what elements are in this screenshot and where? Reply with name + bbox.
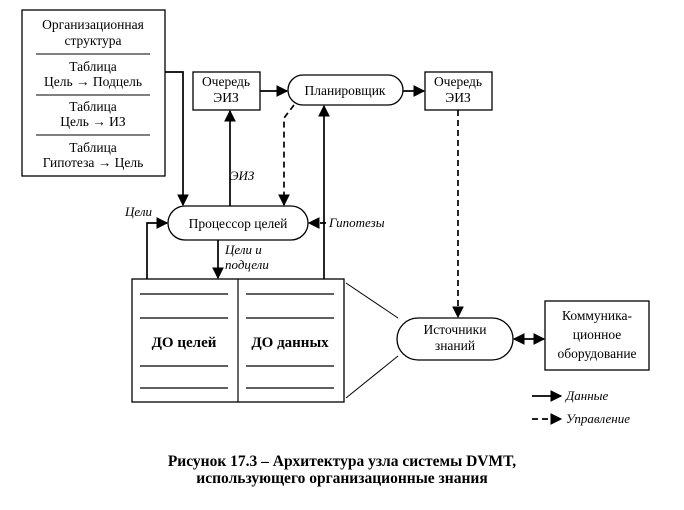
- table-goal-subgoal-line-1: Таблица: [69, 59, 117, 74]
- goal-processor-label: Процессор целей: [189, 216, 288, 231]
- arrow-goals-feedback: [146, 217, 169, 279]
- org-title-line-1: Организационная: [42, 17, 144, 32]
- org-structure-panel: Организационная структура Таблица Цель →…: [21, 9, 166, 177]
- table-goal-subgoal-line-2: Цель → Подцель: [44, 74, 142, 89]
- queue-left-node: Очередь ЭИЗ: [192, 71, 261, 111]
- legend: Данные Управление: [532, 388, 630, 426]
- data-arrows: [146, 71, 546, 345]
- edge-label-goals-subgoals-line-1: Цели и: [224, 242, 262, 257]
- data-db-rules: [246, 293, 334, 389]
- edge-label-goals: Цели: [124, 204, 153, 219]
- table-goal-iz-line-1: Таблица: [69, 99, 117, 114]
- knowledge-sources-node: Источники знаний: [396, 317, 514, 361]
- comm-equipment-line-2: ционное: [573, 327, 622, 342]
- edge-label-goals-subgoals-line-2: подцели: [225, 257, 269, 272]
- edge-label-eiz: ЭИЗ: [230, 168, 255, 183]
- comm-equipment-node: Коммуника- ционное оборудование: [544, 300, 650, 371]
- queue-right-line-2: ЭИЗ: [445, 90, 471, 105]
- queue-right-line-1: Очередь: [434, 74, 482, 89]
- databases-block: ДО целей ДО данных: [131, 278, 345, 403]
- table-hypothesis-goal-line-2: Гипотеза → Цель: [43, 155, 144, 170]
- db-connectors: [345, 282, 399, 399]
- arrow-org-to-processor: [165, 71, 189, 207]
- control-arrows: [278, 104, 464, 319]
- scheduler-label: Планировщик: [305, 83, 386, 98]
- queue-left-line-2: ЭИЗ: [213, 90, 239, 105]
- edge-label-hypotheses: Гипотезы: [328, 215, 385, 230]
- arrow-scheduler-to-processor: [278, 104, 295, 207]
- knowledge-sources-line-2: знаний: [435, 338, 475, 353]
- caption-line-2: использующего организационные знания: [196, 470, 487, 487]
- legend-data-label: Данные: [564, 388, 608, 403]
- table-hypothesis-goal-line-1: Таблица: [69, 140, 117, 155]
- scheduler-node: Планировщик: [287, 74, 404, 106]
- data-db-label: ДО данных: [251, 335, 329, 351]
- goals-db-label: ДО целей: [152, 335, 217, 351]
- knowledge-sources-line-1: Источники: [424, 322, 487, 337]
- org-title-line-2: структура: [65, 33, 122, 48]
- comm-equipment-line-3: оборудование: [557, 346, 636, 361]
- comm-equipment-line-1: Коммуника-: [562, 308, 632, 323]
- caption-line-1: Рисунок 17.3 – Архитектура узла системы …: [168, 453, 516, 470]
- legend-control-label: Управление: [566, 411, 630, 426]
- goal-processor-node: Процессор целей: [167, 205, 309, 241]
- table-goal-iz-line-2: Цель → ИЗ: [60, 114, 126, 129]
- queue-right-node: Очередь ЭИЗ: [424, 71, 493, 111]
- goals-db-rules: [140, 293, 228, 389]
- queue-left-line-1: Очередь: [202, 74, 250, 89]
